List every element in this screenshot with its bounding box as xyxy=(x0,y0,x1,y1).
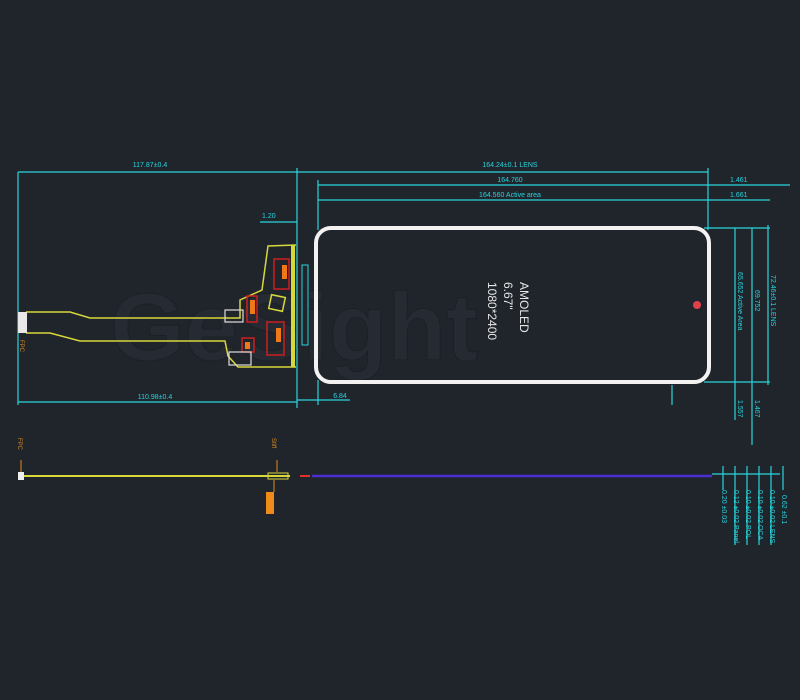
dimension-lines xyxy=(17,168,790,445)
panel-type: AMOLED xyxy=(517,282,531,333)
dim-fpc-length: 110.98±0.4 xyxy=(138,394,173,401)
stack-label: 0.10 ±0.02 OCA xyxy=(756,490,763,540)
stack-labels: 0.20 ±0.03 0.12 ±0.02 Panel 0.10 ±0.02 P… xyxy=(720,490,787,544)
dim-bottom-right-2: 1.467 xyxy=(753,400,760,418)
dim-outline-length: 164.760 xyxy=(497,177,522,184)
stack-dimension-lines xyxy=(712,466,784,545)
fpc-label: FPC xyxy=(18,340,24,353)
side-connector xyxy=(18,472,24,480)
fpc-outline xyxy=(26,244,297,368)
fpc-pads xyxy=(224,309,252,366)
dim-right-offset-1: 1.461 xyxy=(730,177,748,184)
panel-spec: AMOLED 6.67" 1080*2400 xyxy=(485,282,531,340)
fpc-components xyxy=(245,265,287,349)
side-stiffener xyxy=(267,472,289,480)
dim-bottom-right-1: 1.557 xyxy=(736,400,743,418)
dim-bottom-offset: 6.84 xyxy=(333,393,347,400)
bonding-area xyxy=(301,264,309,346)
fpc-connector xyxy=(18,312,27,333)
panel-resolution: 1080*2400 xyxy=(485,282,499,340)
dim-right-offset-2: 1.661 xyxy=(730,192,748,199)
side-leaders xyxy=(20,460,278,492)
panel-size: 6.67" xyxy=(501,282,515,310)
dim-fpc-offset: 1.20 xyxy=(262,213,276,220)
side-component xyxy=(266,492,274,514)
stack-label: 0.62 ±0.1 xyxy=(780,495,787,524)
dim-lens-length: 164.24±0.1 LENS xyxy=(482,162,538,169)
stack-label: 0.20 ±0.03 xyxy=(720,490,727,523)
dim-active-length: 164.560 Active area xyxy=(479,192,541,199)
dim-outline-width: 69.752 xyxy=(753,290,760,312)
dim-active-width: 65.652 Active Area xyxy=(736,272,743,330)
stack-label: 0.12 ±0.02 Panel xyxy=(732,490,739,543)
camera-hole xyxy=(693,301,701,309)
side-label-left: FPC xyxy=(16,438,22,451)
panel-outline xyxy=(314,226,711,384)
dim-overall-width: 117.87±0.4 xyxy=(133,162,168,169)
side-label-mid: Stiff xyxy=(270,438,276,449)
stack-label: 0.10 ±0.02 POL xyxy=(744,490,751,539)
dim-lens-width: 72.46±0.1 LENS xyxy=(769,275,776,327)
stack-label: 0.10 ±0.02 LENS xyxy=(768,490,775,544)
